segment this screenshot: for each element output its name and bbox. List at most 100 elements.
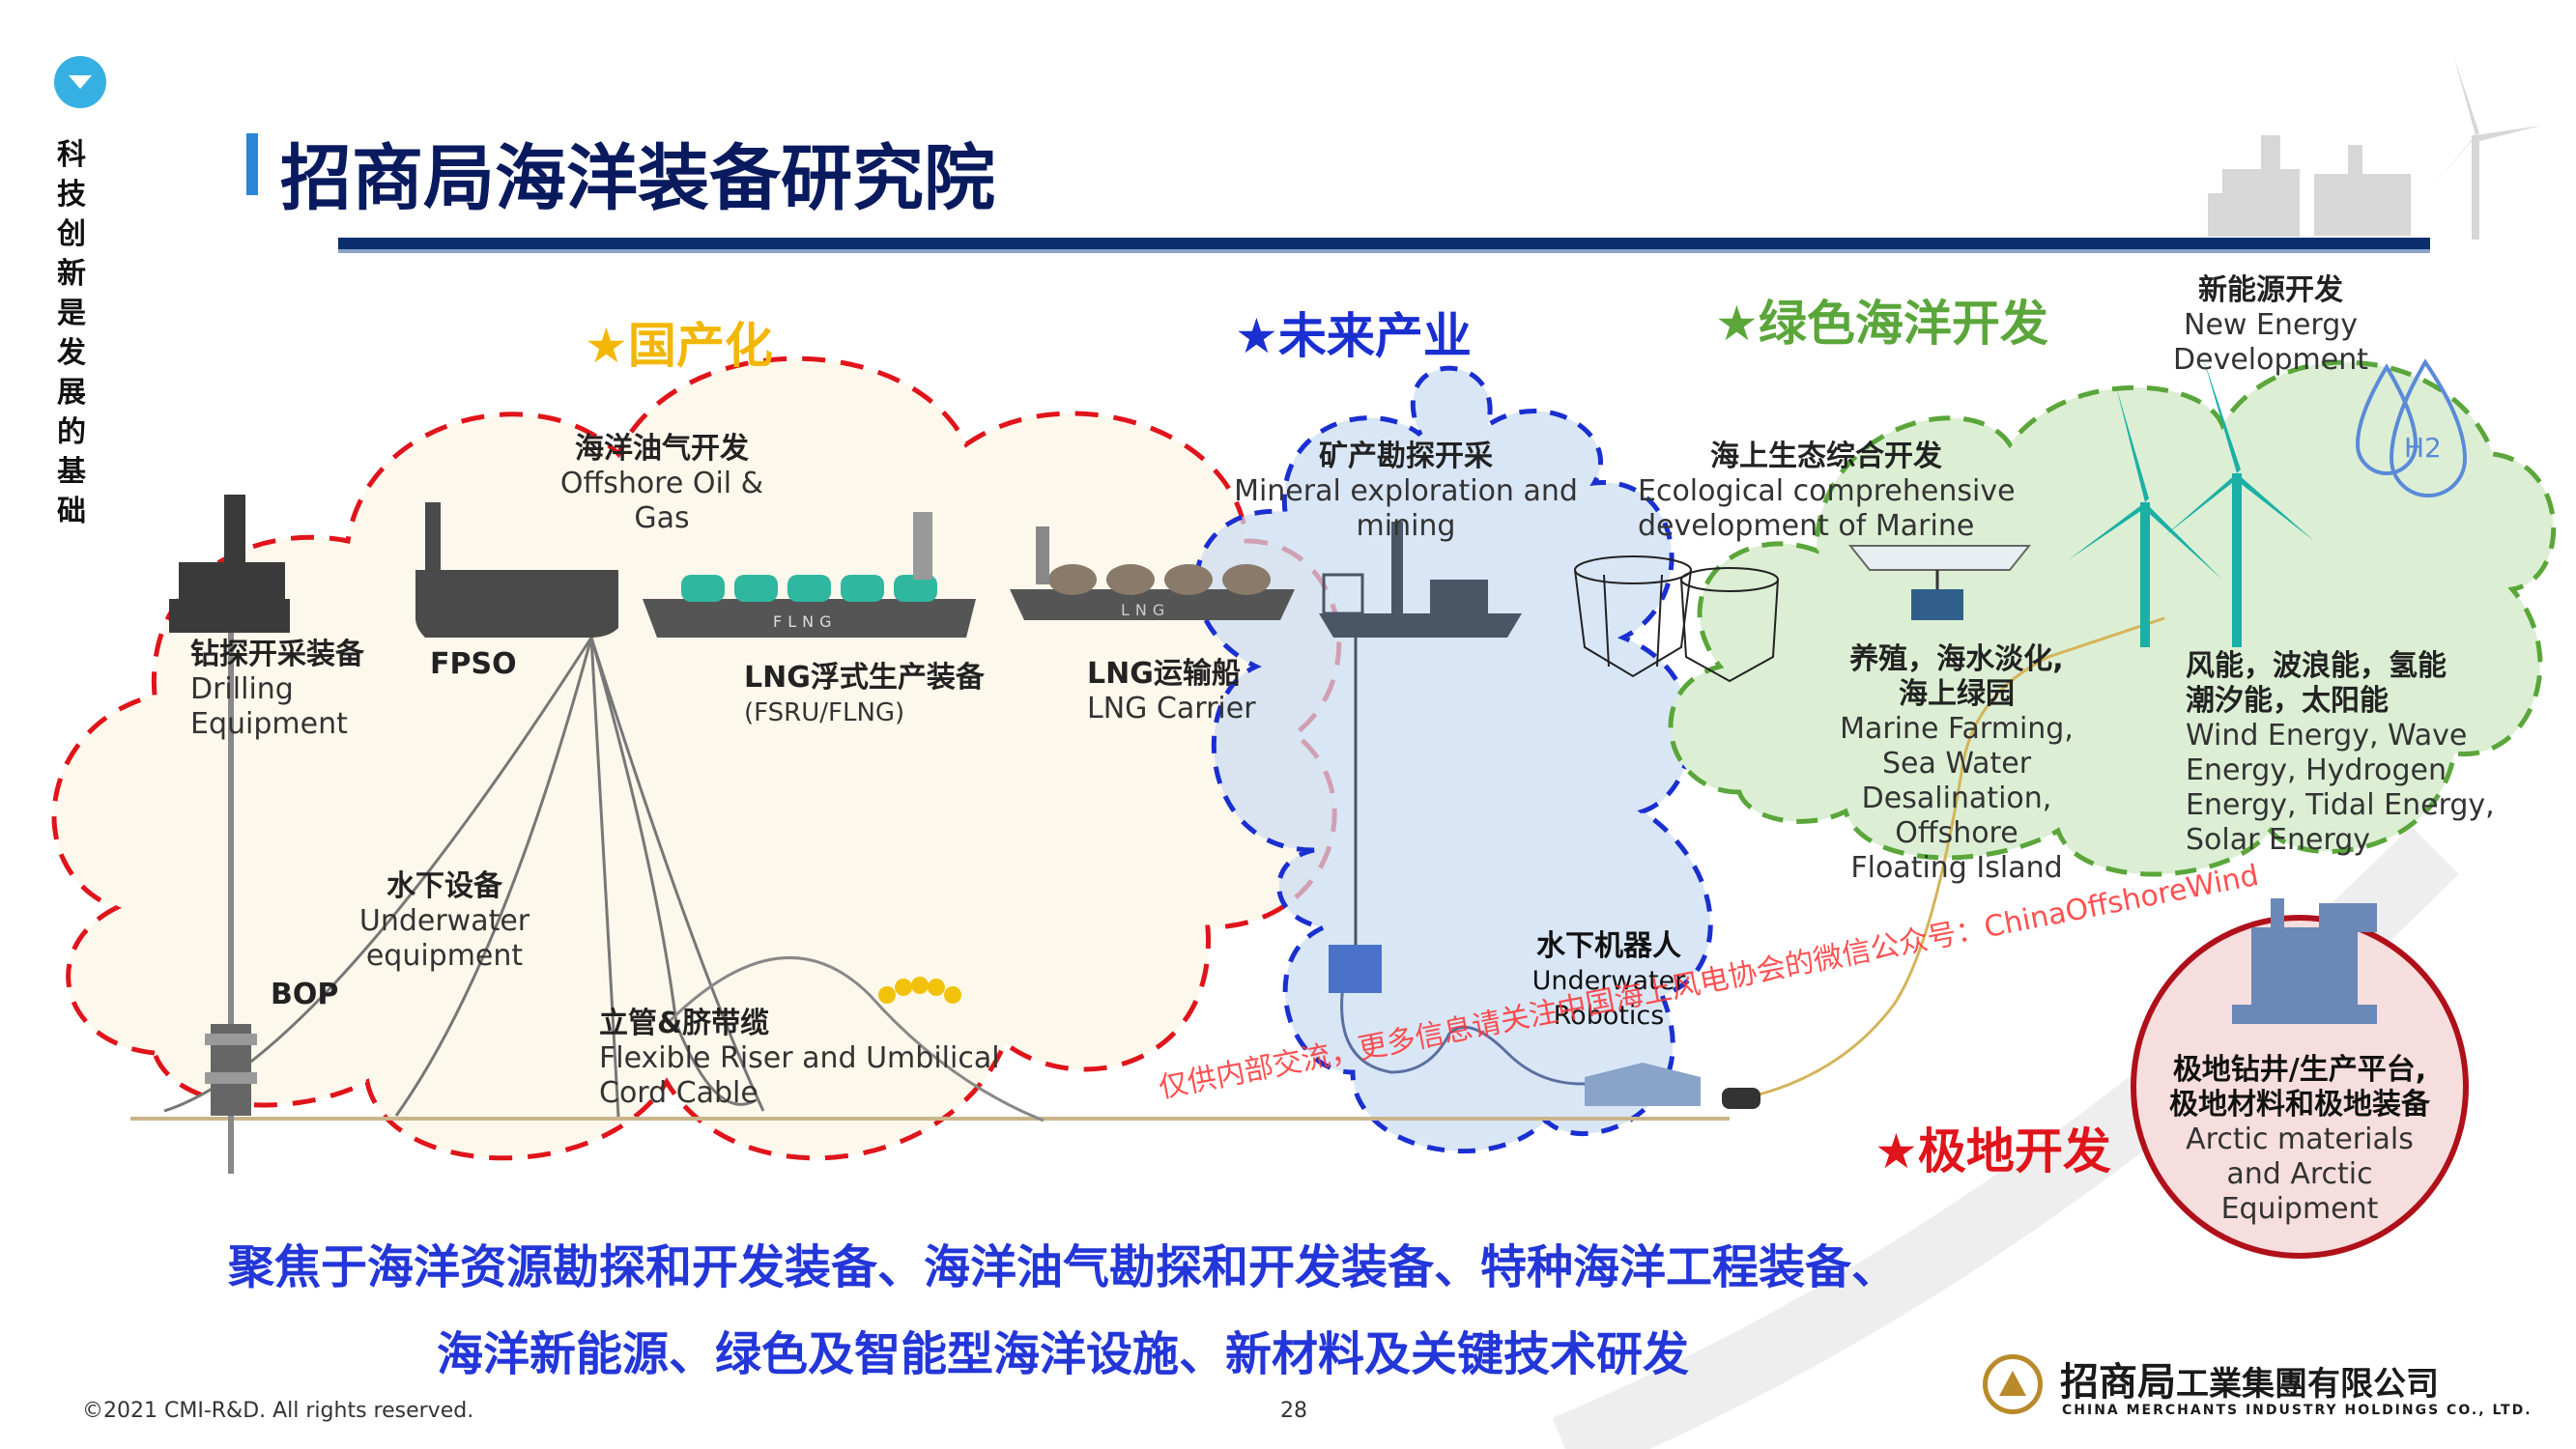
category-localization: ★国产化 [585,318,773,374]
riser-label-zh: 立管&脐带缆 [599,1007,770,1040]
sidebar-char: 基 [57,455,86,489]
copyright: ©2021 CMI-R&D. All rights reserved. [82,1399,474,1423]
drilling-label: 钻探开采装备 Drilling Equipment [190,638,364,742]
farming-label-en5: Floating Island [1850,851,2063,885]
subsea-label-en: Underwater [358,904,530,938]
ecology-label: 海上生态综合开发 Ecological comprehensive develo… [1638,440,2016,544]
underwater-robot-icon [1585,1063,1760,1109]
slogan-line-1: 聚焦于海洋资源勘探和开发装备、海洋油气勘探和开发装备、特种海洋工程装备、 [227,1240,1898,1294]
farming-label: 养殖，海水淡化, 海上绿园 Marine Farming, Sea Water … [1817,642,2097,886]
sidebar-char: 技 [57,178,86,212]
energy-types-label-en4: Solar Energy [2186,823,2371,857]
new-energy-label: 新能源开发 New Energy Development [2087,273,2454,378]
mining-ship-icon [1319,522,1522,993]
hydrogen-drop-icon [2355,358,2468,497]
logo-name-bold: 招商局 [2060,1359,2176,1405]
fpso-label-en: FPSO [430,647,517,681]
farming-label-en2: Sea Water [1881,747,2032,781]
lng-carrier-label-zh: LNG运输船 [1087,657,1241,691]
sidebar-char: 新 [57,257,86,291]
lng-hull-label: LNG [1121,601,1171,619]
farming-label-en3: Desalination, [1861,781,2052,815]
polar-label: 极地钻井/生产平台, 极地材料和极地装备 Arctic materials an… [2135,1053,2464,1227]
sidebar-char: 创 [57,217,86,251]
energy-types-label-zh: 风能，波浪能，氢能 [2186,649,2447,683]
riser-label: 立管&脐带缆 Flexible Riser and Umbilical Cord… [599,1007,1000,1111]
title-accent-bar [246,133,258,195]
category-future: ★未来产业 [1235,308,1472,364]
lng-carrier-label: LNG运输船 LNG Carrier [1087,657,1256,726]
logo-emblem-icon [1983,1354,2043,1414]
lng-carrier-icon [1010,526,1295,620]
sidebar-char: 展 [57,376,86,410]
energy-types-label-en3: Energy, Tidal Energy, [2186,788,2495,822]
lng-carrier-label-en: LNG Carrier [1087,692,1256,725]
energy-types-label-en2: Energy, Hydrogen [2186,753,2447,787]
drilling-label-en2: Equipment [190,707,348,741]
slogan-line-2: 海洋新能源、绿色及智能型海洋设施、新材料及关键技术研发 [436,1327,1689,1381]
offshore-label: 海洋油气开发 Offshore Oil & Gas [536,432,787,536]
sidebar-vertical-text: 科 技 创 新 是 发 展 的 基 础 [52,135,91,531]
buoyancy-floats-icon [878,977,961,1004]
new-energy-label-zh: 新能源开发 [2198,273,2343,307]
company-logo: 招商局工業集團有限公司 CHINA MERCHANTS INDUSTRY HOL… [1981,1350,2531,1428]
collapse-button[interactable] [54,56,106,108]
bop-label: BOP [271,978,338,1012]
sidebar-char: 础 [57,495,86,528]
h2-label: H2 [2404,432,2442,464]
offshore-label-zh: 海洋油气开发 [575,432,749,466]
lng-float-label-zh: LNG浮式生产装备 [744,661,985,695]
fpso-icon [415,502,618,638]
farming-label-zh2: 海上绿园 [1899,677,2015,711]
farming-label-zh: 养殖，海水淡化, [1849,642,2064,676]
subsea-label-en2: equipment [365,939,524,973]
logo-name: 工業集團有限公司 [2176,1365,2439,1404]
title-rule [338,238,2430,249]
energy-types-label: 风能，波浪能，氢能 潮汐能，太阳能 Wind Energy, Wave Ener… [2186,649,2495,858]
polar-label-en: Arctic materials [2186,1122,2414,1156]
category-green: ★绿色海洋开发 [1715,296,2048,352]
energy-types-label-zh2: 潮汐能，太阳能 [2186,684,2389,718]
polar-label-en3: Equipment [2220,1192,2379,1226]
title-rule-shade [338,249,2430,253]
robotics-label-zh: 水下机器人 [1536,929,1681,963]
flng-vessel-icon [643,512,976,638]
mineral-label-en: Mineral exploration and mining [1234,474,1578,543]
polar-platform-icon [2232,898,2377,1024]
bop-label-en: BOP [271,978,339,1011]
subsea-label-zh: 水下设备 [386,869,502,903]
mineral-label: 矿产勘探开采 Mineral exploration and mining [1184,440,1628,544]
bop-icon [205,1024,257,1116]
sidebar-char: 是 [57,297,86,330]
polar-label-zh2: 极地材料和极地装备 [2169,1088,2430,1122]
new-energy-label-en: New Energy Development [2173,308,2368,377]
ecology-label-en2: development of Marine [1638,509,1975,543]
header-decoration-icon [2208,58,2541,240]
robotics-label: 水下机器人 Underwater Robotics [1478,929,1739,1034]
offshore-label-en: Offshore Oil & Gas [559,467,764,535]
aquaculture-cage-icon [1574,555,1779,683]
lng-float-label: LNG浮式生产装备 (FSRU/FLNG) [744,661,985,730]
polar-label-en2: and Arctic [2226,1157,2373,1191]
green-cloud [1668,359,2557,877]
ecology-label-zh: 海上生态综合开发 [1710,440,1942,473]
sidebar-char: 发 [57,336,86,370]
polar-label-zh: 极地钻井/生产平台, [2172,1053,2427,1087]
mineral-label-zh: 矿产勘探开采 [1319,440,1493,473]
polar-circle [2131,915,2469,1259]
chevron-down-icon [69,75,92,89]
logo-english-name: CHINA MERCHANTS INDUSTRY HOLDINGS CO., L… [2062,1403,2533,1418]
floating-island-icon [1847,545,2032,620]
farming-label-en: Marine Farming, [1840,712,2074,746]
robotics-label-en: Underwater Robotics [1531,966,1686,1031]
drilling-rig-icon [169,495,290,1174]
ecology-label-en: Ecological comprehensive [1638,474,2016,508]
fpso-label: FPSO [430,647,517,682]
riser-label-en: Flexible Riser and Umbilical [599,1041,1000,1075]
wind-turbine-icon [2068,357,2314,647]
cables [163,616,2165,1122]
drilling-label-en: Drilling [190,672,294,706]
lng-float-label-en: (FSRU/FLNG) [744,698,905,727]
page-number: 28 [1280,1399,1307,1423]
